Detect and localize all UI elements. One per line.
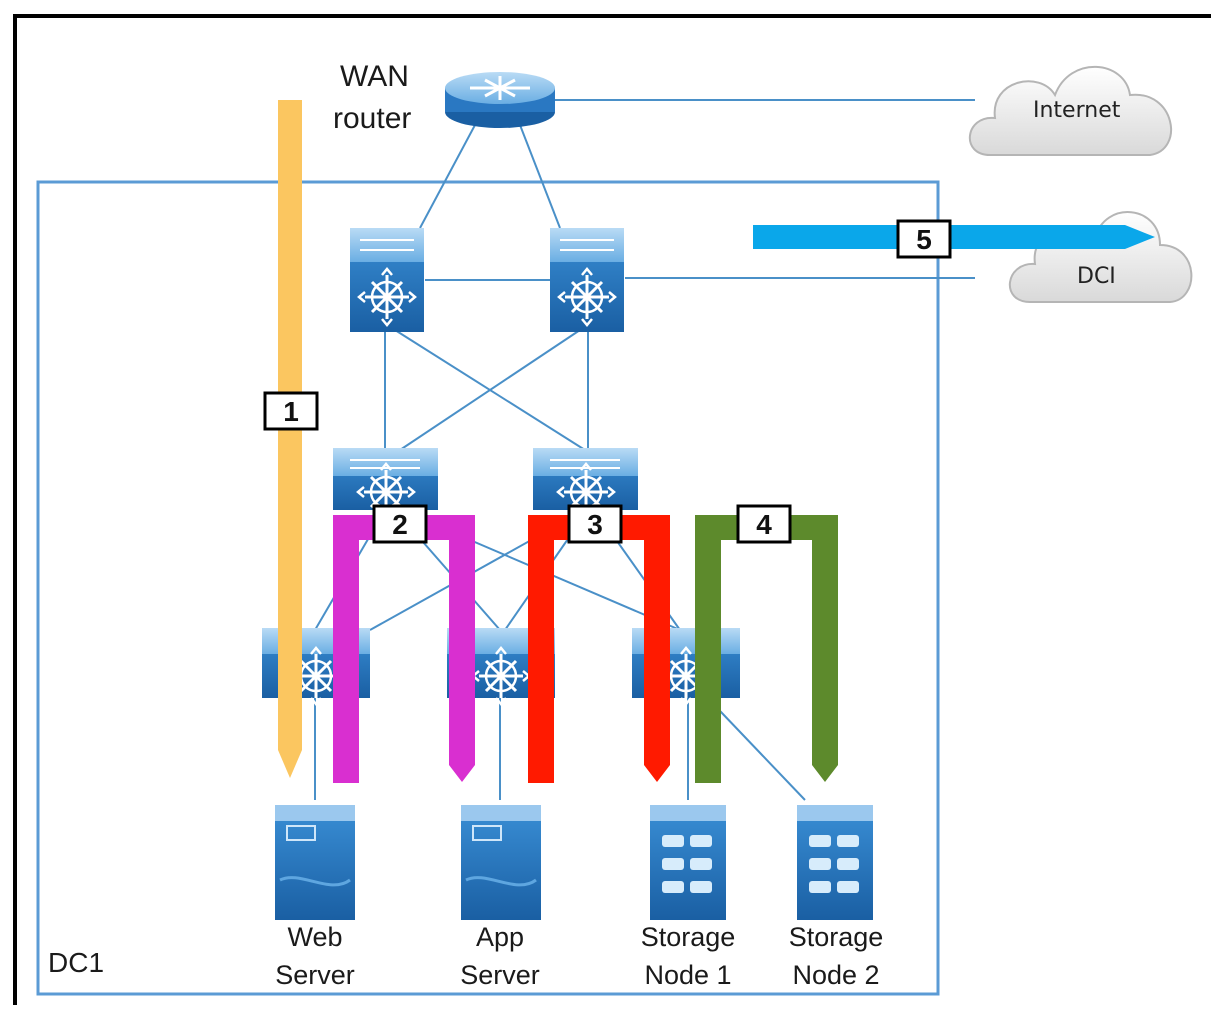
web-server-label-1: Web <box>287 922 342 952</box>
flow-1-badge <box>263 391 319 431</box>
app-server-label-1: App <box>476 922 524 952</box>
flow-badges: 1 2 3 4 5 <box>263 219 952 544</box>
flow-2-badge <box>372 504 428 544</box>
flow-2-arrow <box>333 515 475 783</box>
aggregation-switch-icon <box>333 448 438 522</box>
outer-frame <box>13 14 1211 1005</box>
flow-3-badge <box>567 504 623 544</box>
storage-node-1-label-1: Storage <box>641 922 736 952</box>
server-icon <box>461 805 541 920</box>
dc1-label: DC1 <box>48 947 104 978</box>
server-icon <box>275 805 355 920</box>
aggregation-switch-icon <box>533 448 638 522</box>
cloud-icon <box>968 65 1173 156</box>
flow-4-badge <box>736 504 792 544</box>
app-server-label-2: Server <box>460 960 540 990</box>
storage-icon <box>650 805 726 920</box>
flow-arrows <box>278 100 1155 783</box>
router-icon <box>445 72 555 128</box>
dci-cloud-label: DCI <box>1077 264 1116 289</box>
dc1-boundary <box>36 180 940 996</box>
flow-1-arrow <box>278 100 302 778</box>
router-label-line1: WAN <box>340 60 409 93</box>
storage-node-2-label-1: Storage <box>789 922 884 952</box>
web-server-label-2: Server <box>275 960 355 990</box>
storage-icon <box>797 805 873 920</box>
storage-node-2-label-2: Node 2 <box>792 960 879 990</box>
flow-4-number: 4 <box>756 509 772 540</box>
flow-1-number: 1 <box>283 396 299 427</box>
flow-3-number: 3 <box>587 509 603 540</box>
core-switch-icon <box>550 228 624 332</box>
storage-node-1-label-2: Node 1 <box>644 960 731 990</box>
core-switch-icon <box>350 228 424 332</box>
flow-5-badge <box>896 219 952 259</box>
router-label-line2: router <box>333 102 411 135</box>
internet-cloud-label: Internet <box>1033 98 1121 123</box>
flow-5-number: 5 <box>916 224 932 255</box>
flow-3-arrow <box>528 515 670 783</box>
flow-2-number: 2 <box>392 509 408 540</box>
flow-5-arrow <box>753 225 1155 249</box>
flow-4-arrow <box>695 515 838 783</box>
